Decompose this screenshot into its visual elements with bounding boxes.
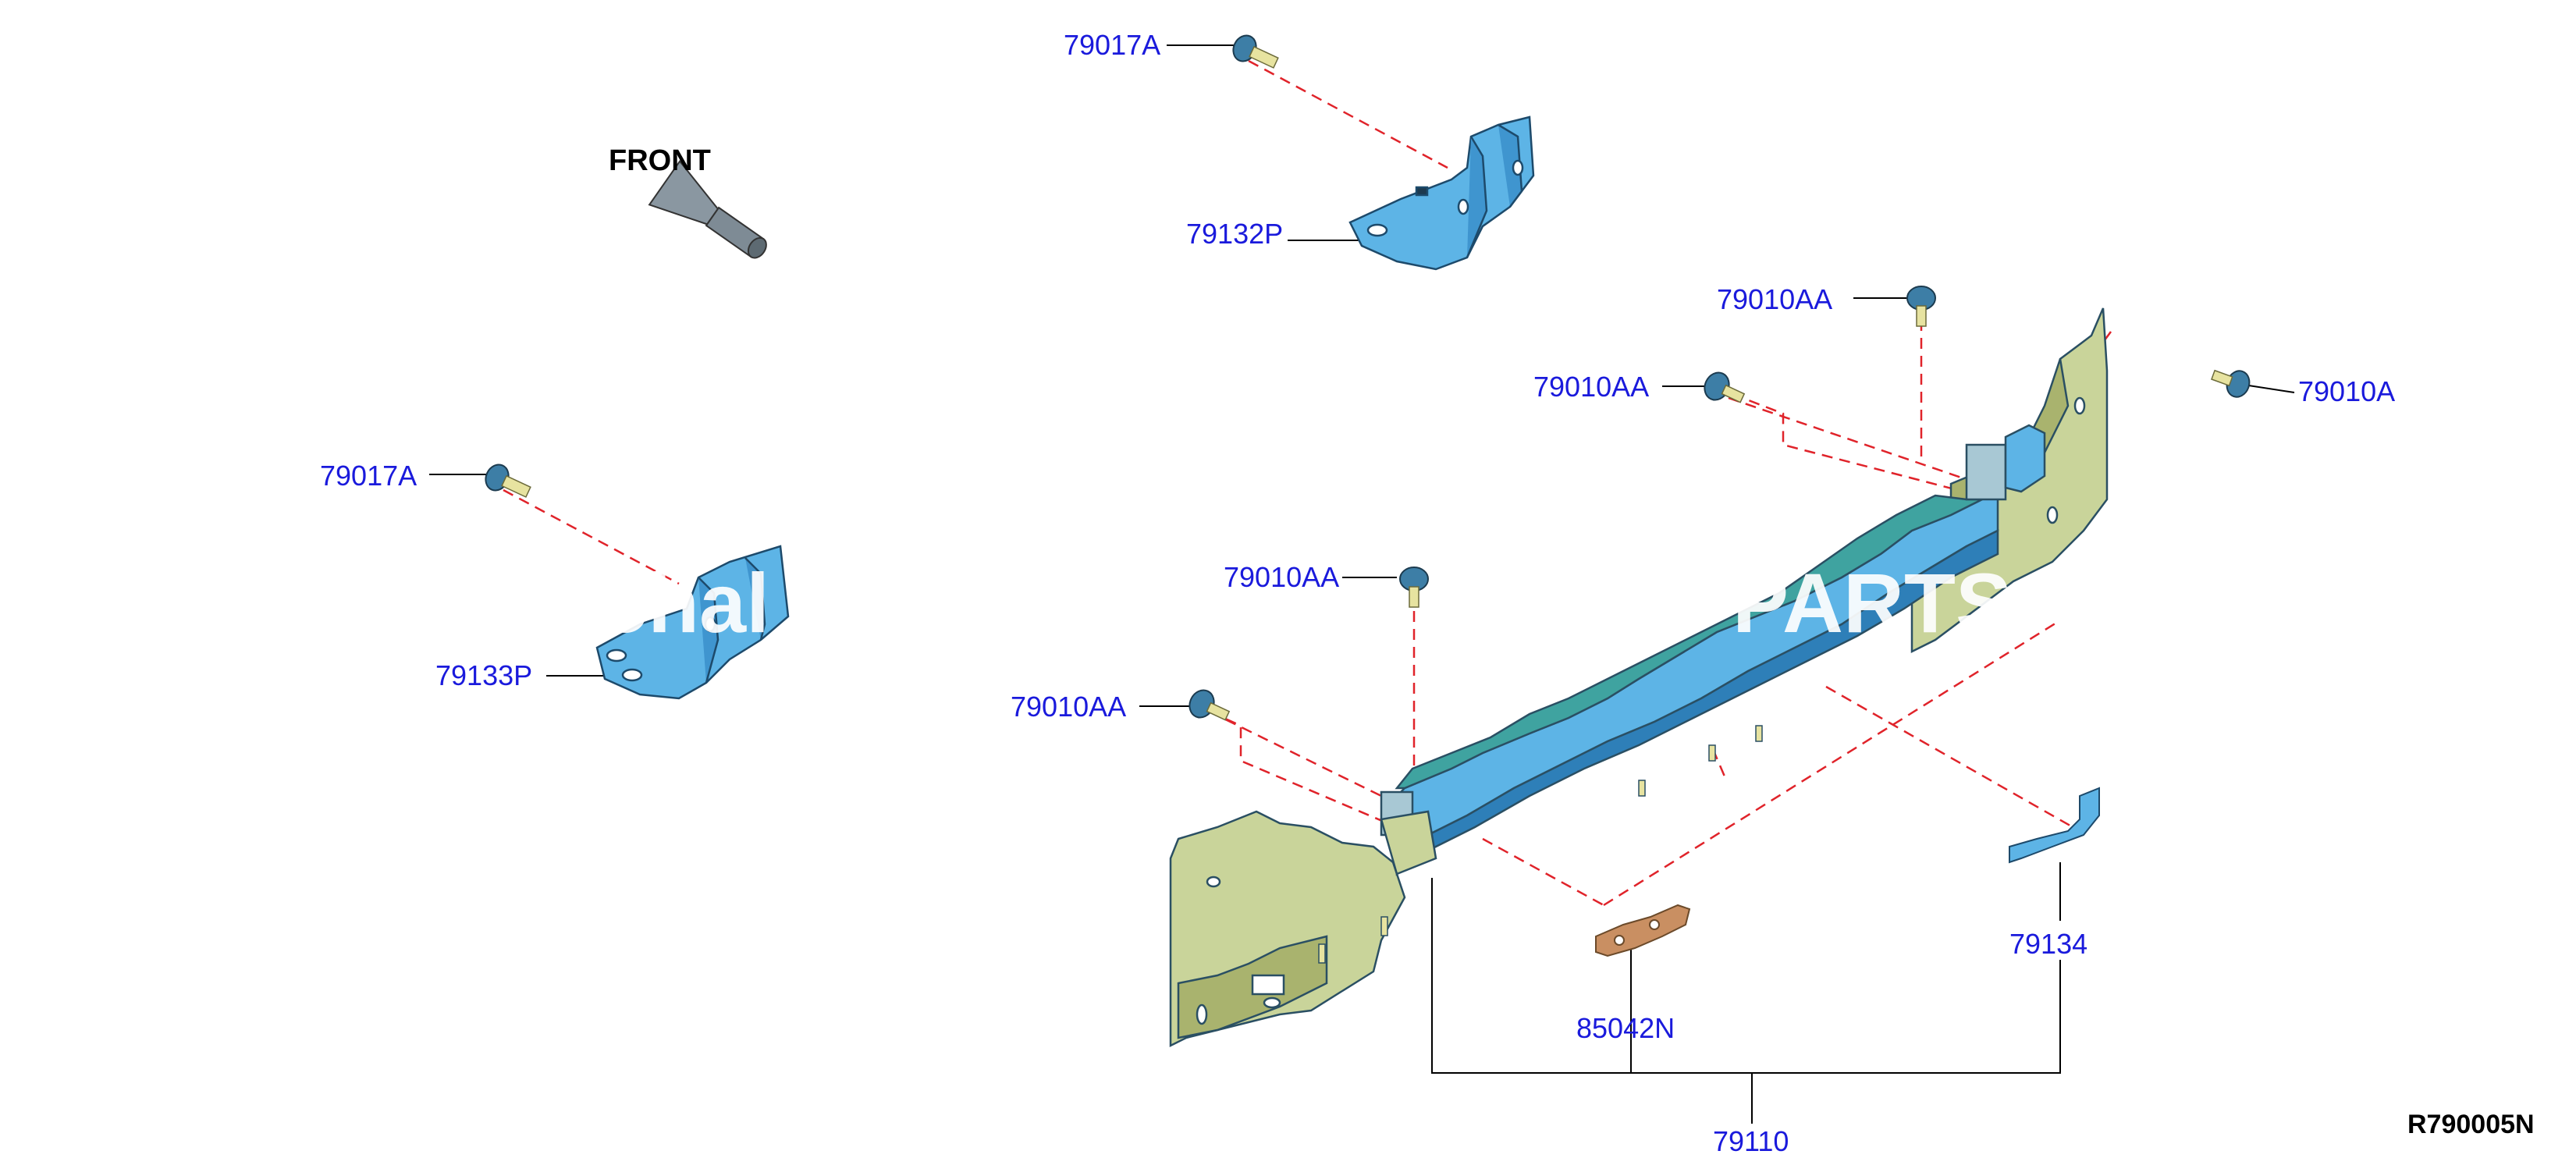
callout-85042n[interactable]: 85042N	[1576, 1012, 1675, 1044]
bolt-icon-79010aa-upper-left	[1704, 371, 1746, 403]
diagram-code: R790005N	[2407, 1110, 2535, 1139]
watermark-left: chal	[601, 556, 769, 650]
callout-79010aa-lower-left[interactable]: 79010AA	[1011, 691, 1126, 723]
bolt-icon-79017a-left	[485, 464, 531, 498]
front-arrow-icon	[648, 160, 767, 259]
callout-79133p[interactable]: 79133P	[435, 659, 532, 691]
front-label: FRONT	[609, 144, 711, 177]
callout-79017a-top[interactable]: 79017A	[1064, 29, 1160, 61]
bumper-reinforcement-79110-icon	[1169, 307, 2109, 1048]
watermark-right: PARTS	[1732, 556, 2012, 650]
bolt-icon-79017a-top	[1232, 34, 1279, 69]
bracket-79132p-icon	[1348, 115, 1535, 271]
reinforcement-79134-icon	[2009, 787, 2100, 864]
bracket-79133p-icon	[595, 545, 790, 700]
callout-79017a-left[interactable]: 79017A	[320, 460, 417, 492]
alignment-lines	[503, 59, 2112, 907]
bolt-icon-79010a-right	[2211, 369, 2251, 398]
callout-79110[interactable]: 79110	[1713, 1125, 1789, 1157]
callout-79010aa-upper-left[interactable]: 79010AA	[1533, 371, 1649, 403]
callout-79010a-right[interactable]: 79010A	[2298, 375, 2395, 407]
callout-79132p[interactable]: 79132P	[1186, 218, 1283, 250]
clip-85042n-icon	[1595, 904, 1691, 957]
bolt-icon-79010aa-lower-left	[1189, 689, 1231, 721]
callout-79134[interactable]: 79134	[2009, 928, 2087, 960]
bolt-icon-79010aa-top	[1906, 286, 1936, 327]
callout-79010aa-top[interactable]: 79010AA	[1717, 283, 1832, 315]
callout-79010aa-mid[interactable]: 79010AA	[1224, 561, 1339, 593]
bolt-icon-79010aa-mid	[1399, 567, 1429, 608]
